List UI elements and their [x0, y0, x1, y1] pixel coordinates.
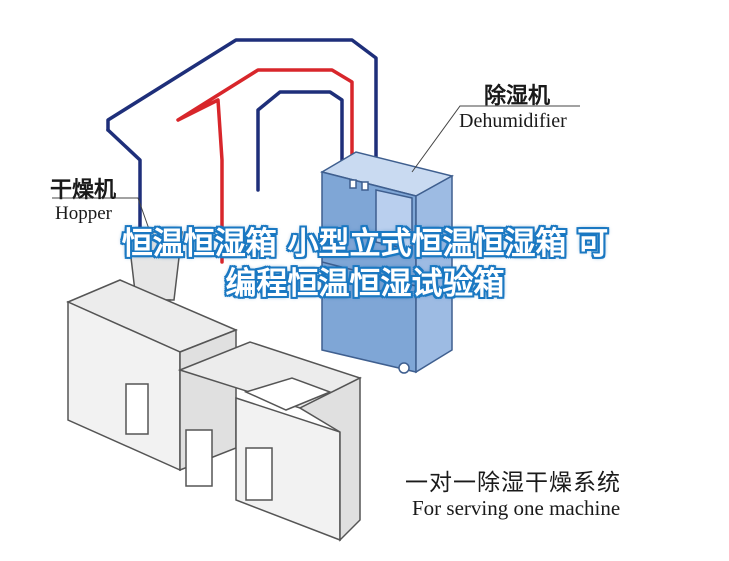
- cabinet-vent-2: [361, 181, 369, 191]
- cabinet-side: [415, 174, 453, 374]
- machine-right-side: [298, 376, 361, 542]
- dehumidifier-leader: [411, 105, 580, 173]
- cabinet-panel: [375, 189, 413, 251]
- dehumidifier-label-cn: 除湿机: [484, 84, 551, 109]
- blue-outer-pipe: [106, 38, 378, 177]
- dehumidifier-cabinet: [320, 151, 455, 374]
- cabinet-seam: [321, 261, 417, 287]
- hopper-leader: [52, 197, 151, 233]
- system-label-cn: 一对一除湿干燥系统: [405, 470, 621, 496]
- machine-door-1: [125, 383, 149, 435]
- machine-console: [243, 377, 333, 411]
- machine-door-3: [245, 447, 273, 501]
- blue-inner-pipe: [256, 90, 344, 192]
- molding-machine: [66, 279, 362, 542]
- hopper-label-en: Hopper: [55, 203, 112, 224]
- dehumidifier-label-en: Dehumidifier: [459, 110, 567, 132]
- red-pipe: [176, 68, 354, 264]
- machine-door-2: [185, 429, 213, 487]
- cabinet-vent-1: [349, 179, 357, 189]
- pipe-group: [106, 38, 378, 272]
- system-label-en: For serving one machine: [412, 496, 621, 520]
- hopper-body: [127, 231, 183, 301]
- overlay-title: 恒温恒湿箱 小型立式恒温恒湿箱 可编程恒温恒湿试验箱: [121, 226, 609, 302]
- cabinet-wheel: [398, 362, 410, 374]
- leader-lines: [52, 105, 580, 233]
- hopper-label-cn: 干燥机: [50, 178, 117, 203]
